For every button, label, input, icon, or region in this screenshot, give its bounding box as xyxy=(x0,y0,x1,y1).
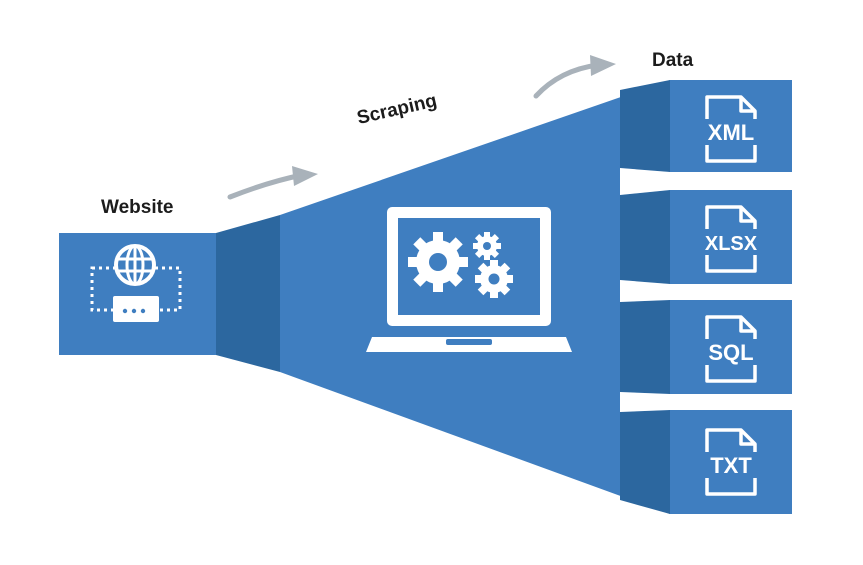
website-label: Website xyxy=(101,197,174,218)
file-icon: TXT xyxy=(695,428,767,496)
gear-icon xyxy=(475,260,513,298)
file-format-label: XLSX xyxy=(705,233,758,255)
data-box-band xyxy=(620,410,670,514)
data-box-band xyxy=(620,190,670,284)
data-box-gaps xyxy=(620,168,670,412)
gear-icon xyxy=(473,232,501,260)
funnel-side-band xyxy=(216,215,280,372)
data-label: Data xyxy=(652,50,694,71)
file-icon: SQL xyxy=(695,315,767,383)
gear-icon xyxy=(408,232,468,292)
data-box-band xyxy=(620,300,670,394)
file-format-label: XML xyxy=(708,120,754,145)
globe-browser-icon xyxy=(90,244,182,322)
arrow-icon xyxy=(227,166,318,200)
laptop-gears-icon xyxy=(366,207,572,352)
file-icons: XML XLSX SQL TXT xyxy=(695,95,767,496)
file-format-label: TXT xyxy=(710,453,752,478)
file-format-label: SQL xyxy=(708,340,753,365)
arrow-icon xyxy=(533,55,616,99)
file-icon: XML xyxy=(695,95,767,163)
file-icon: XLSX xyxy=(695,205,767,273)
data-box-band xyxy=(620,80,670,172)
